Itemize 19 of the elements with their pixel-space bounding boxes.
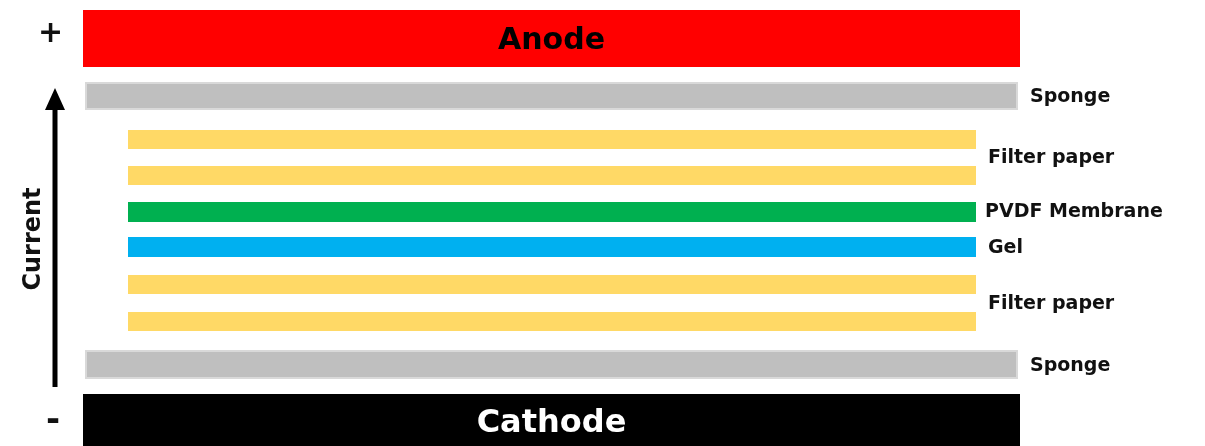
layer-label: Sponge — [1030, 353, 1111, 375]
membrane-layer — [128, 202, 976, 222]
plus-sign: + — [38, 14, 64, 49]
filter-paper-layer — [128, 130, 976, 149]
sponge-layer — [85, 350, 1018, 379]
cathode-plate: Cathode — [83, 394, 1020, 446]
sponge-layer — [85, 82, 1018, 110]
layer-label: PVDF Membrane — [985, 199, 1163, 221]
filter-paper-layer — [128, 275, 976, 294]
axis-label: Current — [17, 187, 46, 291]
gel-layer — [128, 237, 976, 257]
filter-paper-layer — [128, 166, 976, 185]
minus-sign: - — [46, 398, 61, 438]
layer-label: Filter paper — [988, 291, 1115, 313]
layer-label: Gel — [988, 235, 1023, 257]
layer-label: Filter paper — [988, 145, 1115, 167]
layer-label: Sponge — [1030, 84, 1111, 106]
filter-paper-layer — [128, 312, 976, 331]
anode-plate: Anode — [83, 10, 1020, 67]
